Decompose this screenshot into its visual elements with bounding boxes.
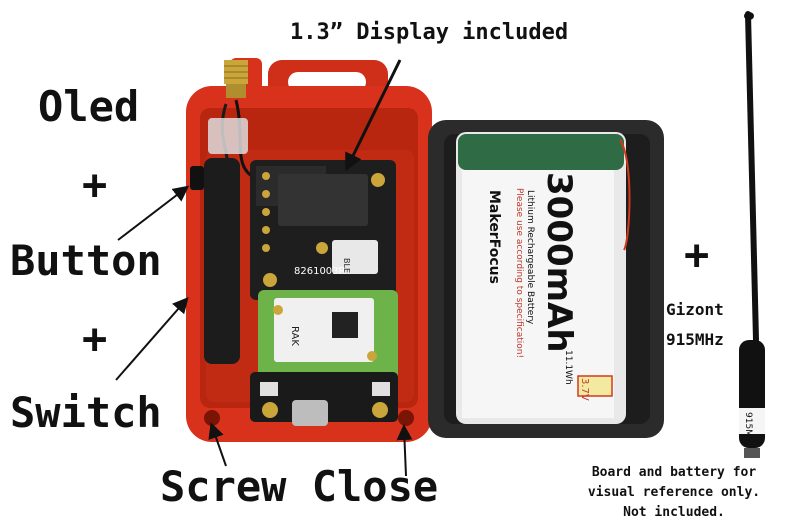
button-module: [204, 158, 240, 364]
board-serial: 8261003R: [294, 266, 346, 277]
antenna-brand-label: Gizont: [666, 300, 724, 319]
display-label: 1.3” Display included: [290, 20, 569, 45]
antenna: [739, 11, 765, 458]
disclaimer: Board and battery for visual reference o…: [572, 463, 776, 523]
display-arrow: [345, 59, 402, 172]
battery-voltage: 3.7V: [579, 378, 590, 401]
plus-label-right: +: [684, 230, 710, 279]
disclaimer-line-3: Not included.: [623, 505, 725, 520]
battery-warning: Please use according to specification!: [514, 188, 524, 358]
screw-arrow-left: [208, 422, 227, 467]
battery: [456, 132, 631, 424]
button-label: Button: [10, 236, 162, 285]
disclaimer-line-1: Board and battery for: [591, 465, 757, 480]
main-pcb: [250, 160, 396, 300]
battery-brand: MakerFocus: [486, 190, 502, 284]
screw-close-label: Screw Close: [160, 462, 439, 511]
oled-label: Oled: [38, 82, 140, 131]
button-arrow: [117, 185, 190, 241]
plus-label-2: +: [82, 314, 108, 363]
side-button: [190, 166, 204, 190]
disclaimer-line-2: visual reference only.: [587, 485, 761, 500]
battery-energy: 11.1Wh: [563, 350, 573, 385]
sma-connector: [224, 60, 248, 98]
switch-label: Switch: [10, 388, 162, 437]
module-name: RAK: [289, 326, 300, 346]
antenna-tube-label: 915M: [743, 412, 753, 437]
battery-chemistry: Lithium Rechargeable Battery: [525, 190, 535, 325]
rak-module: [250, 290, 398, 426]
screw-arrow-right: [396, 424, 413, 477]
plus-label-1: +: [82, 160, 108, 209]
antenna-freq-label: 915MHz: [666, 330, 724, 349]
board-ble: BLE: [342, 258, 351, 273]
switch-arrow: [115, 296, 189, 381]
battery-capacity: 3000mAh: [539, 172, 579, 353]
